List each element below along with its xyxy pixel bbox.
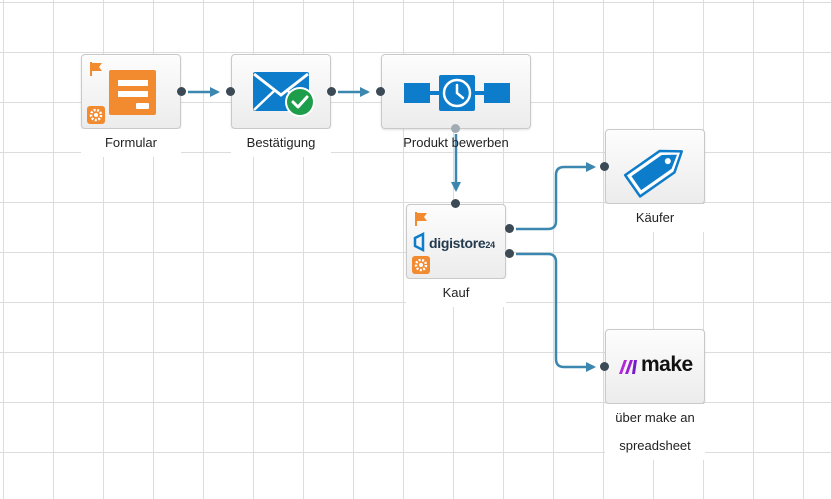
port-bestaetigung-out[interactable] bbox=[327, 87, 336, 96]
port-formular-out[interactable] bbox=[177, 87, 186, 96]
node-kauf[interactable]: digistore24 bbox=[406, 204, 506, 279]
make-logo bbox=[619, 360, 637, 374]
digistore24-wordmark: digistore24 bbox=[429, 235, 495, 251]
label-produkt-bewerben: Produkt bewerben bbox=[403, 135, 509, 150]
label-make-line1: über make an bbox=[605, 404, 705, 432]
node-make[interactable]: make bbox=[605, 329, 705, 404]
envelope-check-icon bbox=[253, 72, 315, 117]
node-formular[interactable] bbox=[81, 54, 181, 129]
label-kaeufer: Käufer bbox=[605, 204, 705, 232]
port-kauf-out-1[interactable] bbox=[505, 224, 514, 233]
connector-kauf-make[interactable] bbox=[516, 252, 596, 372]
make-wordmark: make bbox=[641, 353, 693, 376]
port-kaeufer-in[interactable] bbox=[600, 162, 609, 171]
node-produkt-bewerben[interactable] bbox=[381, 54, 531, 129]
node-bestaetigung[interactable] bbox=[231, 54, 331, 129]
port-make-in[interactable] bbox=[600, 362, 609, 371]
port-kauf-in[interactable] bbox=[451, 199, 460, 208]
connector-kauf-kaeufer[interactable] bbox=[516, 162, 596, 231]
label-formular: Formular bbox=[81, 129, 181, 157]
timer-icon bbox=[404, 75, 510, 111]
digistore24-logo bbox=[412, 212, 430, 274]
tag-icon bbox=[623, 149, 684, 198]
node-kaeufer[interactable] bbox=[605, 129, 705, 204]
label-kauf: Kauf bbox=[406, 279, 506, 307]
form-icon bbox=[87, 62, 156, 124]
port-bestaetigung-in[interactable] bbox=[226, 87, 235, 96]
port-produkt-in[interactable] bbox=[376, 87, 385, 96]
port-kauf-out-2[interactable] bbox=[505, 249, 514, 258]
label-make-line2: spreadsheet bbox=[605, 432, 705, 460]
label-bestaetigung: Bestätigung bbox=[231, 129, 331, 157]
port-produkt-out[interactable] bbox=[451, 124, 460, 133]
